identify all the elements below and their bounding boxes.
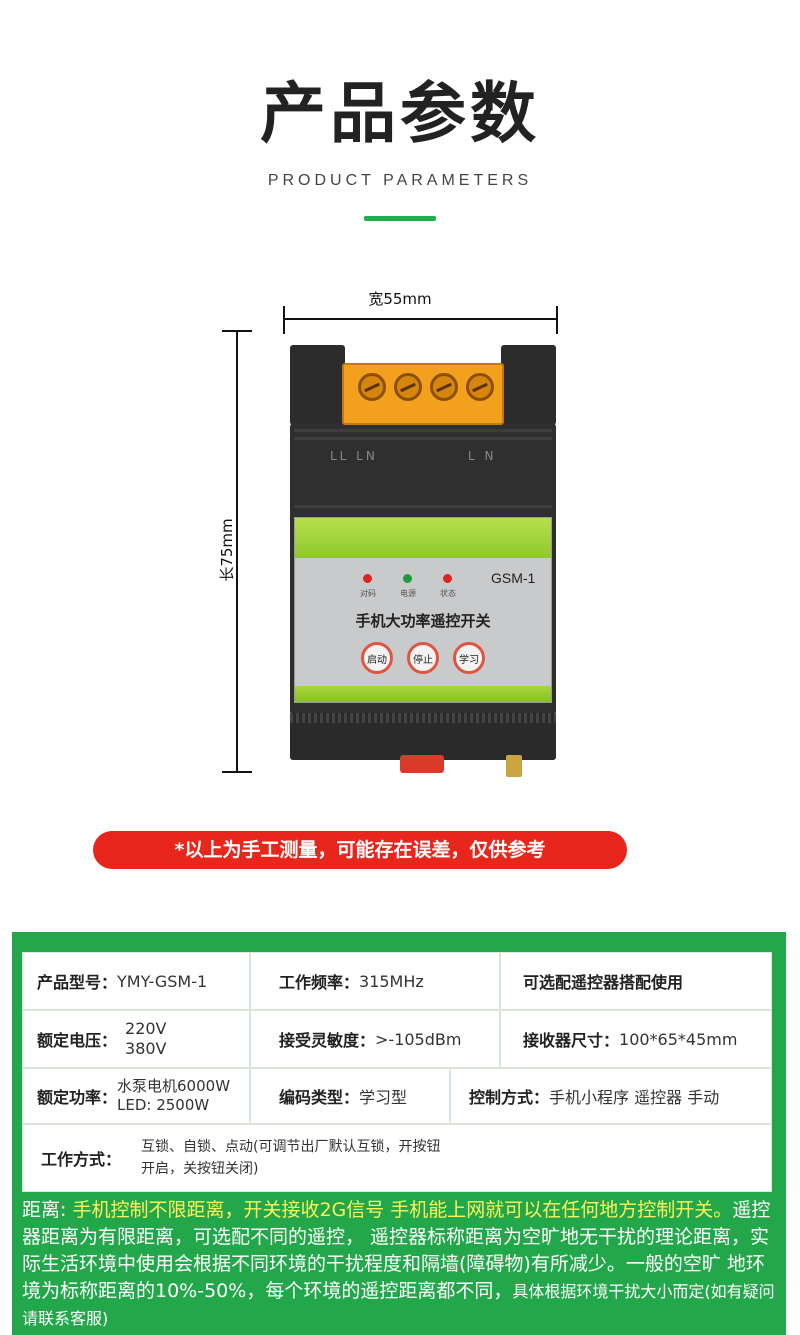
spec-value: YMY-GSM-1 xyxy=(117,971,208,991)
terminal-block xyxy=(342,363,504,425)
product-image: LL LN L N 对码 电源 状态 GSM-1 手机大功率遥控开关 启动 停止… xyxy=(290,345,556,777)
description-tail: 具体根据环境干扰大小而定(如有疑问请联系客服) xyxy=(22,1282,775,1328)
width-tick-right xyxy=(556,306,558,334)
screw-icon xyxy=(430,373,458,401)
terminal-labels-right: L N xyxy=(468,449,497,463)
spec-key: 产品型号： xyxy=(37,973,118,992)
led-label: 电源 xyxy=(400,589,416,598)
spec-cell-control: 控制方式： 手机小程序 遥控器 手动 xyxy=(450,1068,772,1124)
page-subtitle: PRODUCT PARAMETERS xyxy=(267,172,533,189)
width-tick-left xyxy=(283,306,285,334)
title-underline xyxy=(364,216,436,221)
distance-description: 距离: 手机控制不限距离，开关接收2G信号 手机能上网就可以在任何地方控制开关。… xyxy=(22,1197,782,1332)
spec-value: 互锁、自锁、点动(可调节出厂默认互锁，开按钮 xyxy=(141,1139,441,1155)
spec-cell-coding: 编码类型： 学习型 xyxy=(250,1068,450,1124)
front-panel: 对码 电源 状态 GSM-1 手机大功率遥控开关 启动 停止 学习 xyxy=(294,517,552,703)
stop-button: 停止 xyxy=(407,642,439,674)
panel-title: 手机大功率遥控开关 xyxy=(355,612,491,630)
led-indicator xyxy=(443,574,452,583)
spec-value: 水泵电机6000W xyxy=(117,1077,231,1095)
spec-key: 控制方式： xyxy=(469,1088,550,1107)
din-clip xyxy=(400,755,444,773)
device-vents xyxy=(290,713,556,725)
spec-value: 220V xyxy=(125,1019,167,1038)
spec-key: 额定功率： xyxy=(37,1088,118,1107)
width-label: 宽55mm xyxy=(368,290,432,308)
length-label: 长75mm xyxy=(218,518,236,582)
spec-key: 工作频率： xyxy=(279,973,360,992)
spec-value: 开启，关按钮关闭) xyxy=(141,1161,259,1177)
length-tick-top xyxy=(222,330,252,332)
spec-value: 学习型 xyxy=(359,1088,408,1107)
panel-green-band xyxy=(295,518,551,558)
device-top-left xyxy=(290,345,345,425)
spec-key: 接受灵敏度： xyxy=(279,1031,376,1050)
spec-cell-mode: 工作方式： 互锁、自锁、点动(可调节出厂默认互锁，开按钮 开启，关按钮关闭) xyxy=(22,1124,772,1192)
spec-cell-remote: 可选配遥控器搭配使用 xyxy=(500,952,772,1010)
length-tick-bottom xyxy=(222,771,252,773)
device-model: GSM-1 xyxy=(491,570,536,586)
spec-key: 额定电压： xyxy=(37,1031,118,1050)
spec-value: 380V xyxy=(125,1039,167,1058)
spec-key: 接收器尺寸： xyxy=(523,1031,620,1050)
screw-icon xyxy=(466,373,494,401)
page-title: 产品参数 xyxy=(260,75,540,152)
terminal-labels-left: LL LN xyxy=(330,449,378,463)
length-dimension-line xyxy=(236,330,238,772)
spec-value: 315MHz xyxy=(359,971,424,991)
description-highlight: 手机控制不限距离，开关接收2G信号 手机能上网就可以在任何地方控制开关。 xyxy=(72,1199,733,1221)
device-top-right xyxy=(501,345,556,425)
start-button: 启动 xyxy=(361,642,393,674)
led-indicator xyxy=(363,574,372,583)
measurement-note: *以上为手工测量，可能存在误差，仅供参考 xyxy=(93,831,627,869)
spec-cell-voltage: 额定电压： 220V 380V xyxy=(22,1010,250,1068)
spec-cell-size: 接收器尺寸： 100*65*45mm xyxy=(500,1010,772,1068)
spec-cell-power: 额定功率： 水泵电机6000W LED: 2500W xyxy=(22,1068,250,1124)
led-label: 状态 xyxy=(440,589,456,598)
width-dimension-line xyxy=(284,318,558,320)
description-prefix: 距离: xyxy=(22,1199,73,1221)
antenna-connector xyxy=(506,755,522,777)
spec-value: 100*65*45mm xyxy=(619,1029,738,1049)
spec-value: >-105dBm xyxy=(375,1029,462,1049)
led-indicator xyxy=(403,574,412,583)
screw-icon xyxy=(358,373,386,401)
spec-cell-sensitivity: 接受灵敏度： >-105dBm xyxy=(250,1010,500,1068)
learn-button: 学习 xyxy=(453,642,485,674)
spec-value: 手机小程序 遥控器 手动 xyxy=(549,1088,720,1107)
spec-key: 编码类型： xyxy=(279,1088,360,1107)
spec-value: LED: 2500W xyxy=(117,1096,210,1114)
spec-key: 可选配遥控器搭配使用 xyxy=(523,973,684,992)
device-base xyxy=(290,723,556,760)
panel-green-band-bottom xyxy=(295,686,551,702)
spec-cell-frequency: 工作频率： 315MHz xyxy=(250,952,500,1010)
led-label: 对码 xyxy=(360,589,376,598)
spec-cell-model: 产品型号： YMY-GSM-1 xyxy=(22,952,250,1010)
screw-icon xyxy=(394,373,422,401)
description-body: 遥控器距离为有限距离，可选配不同的遥控， 遥控器标称距离为空旷地无干扰的理论距离… xyxy=(22,1199,771,1302)
spec-key: 工作方式： xyxy=(41,1150,122,1169)
